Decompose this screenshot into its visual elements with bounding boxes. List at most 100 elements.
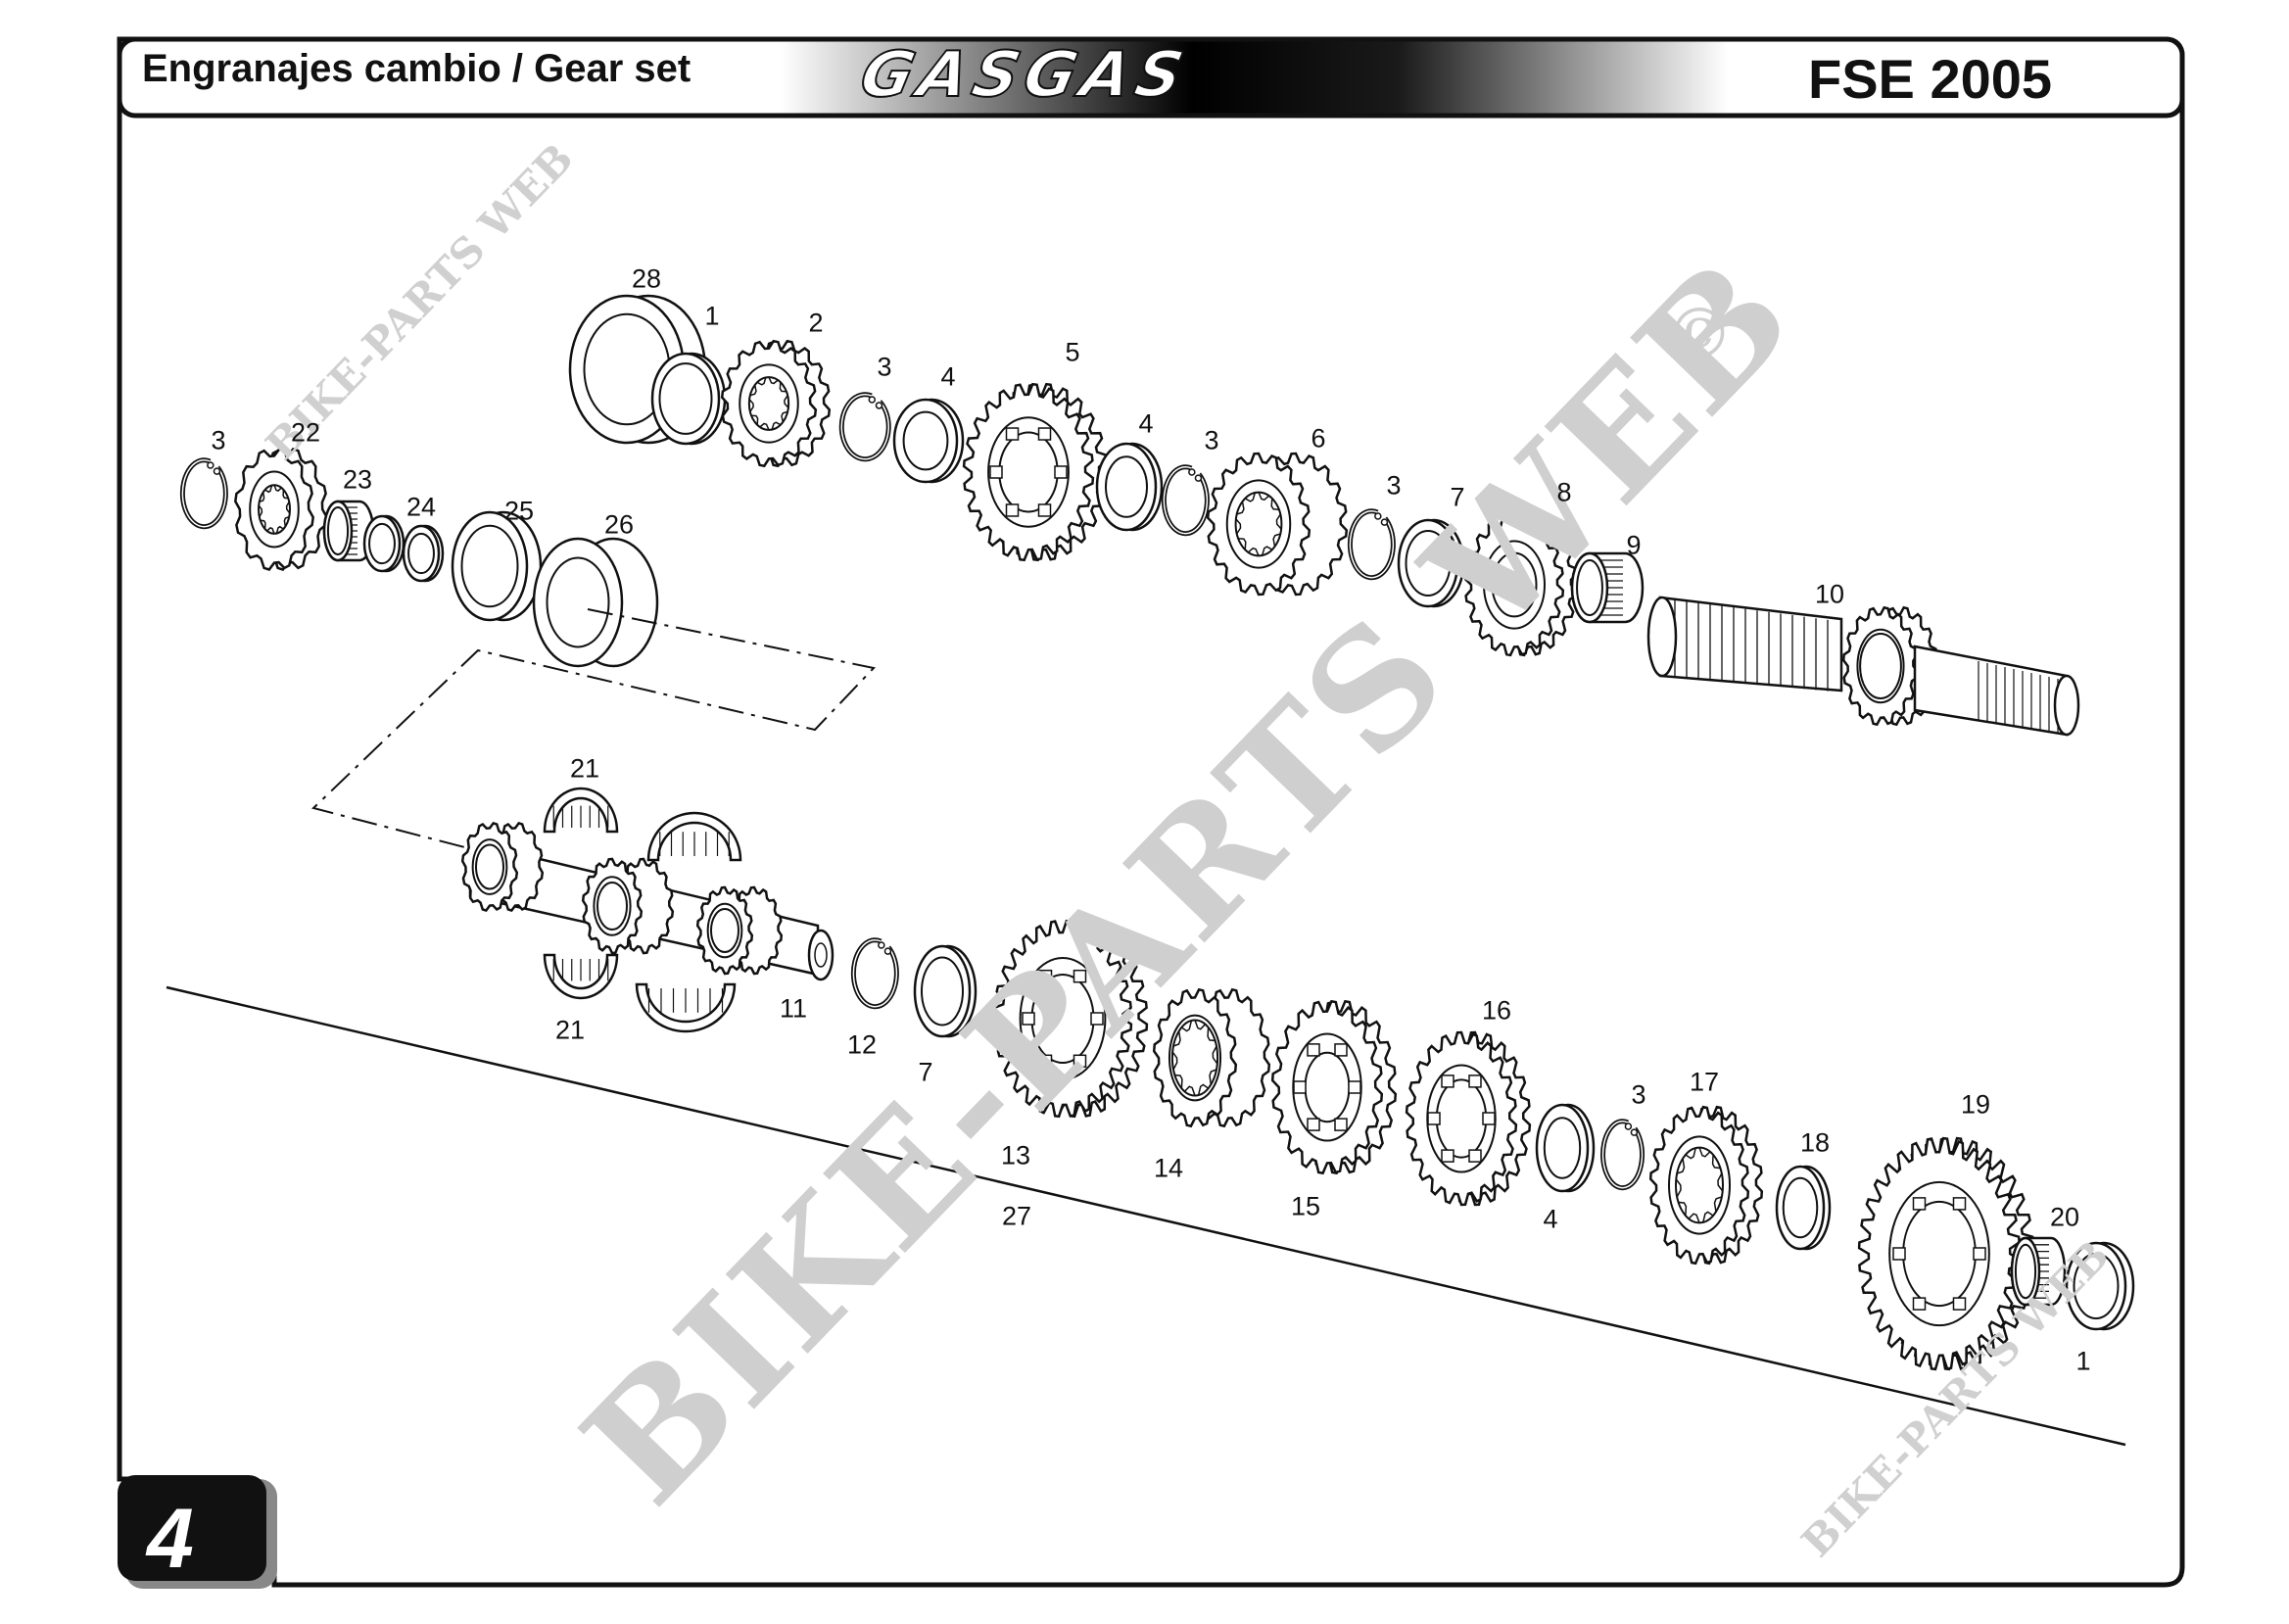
- callout-27: 27: [1001, 1201, 1032, 1231]
- page-number: 4: [147, 1492, 194, 1586]
- circlip-12-hl: [852, 938, 898, 1008]
- layshaft-11-bore: [814, 942, 828, 968]
- circlip-3d-eye: [213, 467, 221, 475]
- circlip-3d-eye: [207, 461, 215, 469]
- circlip-3c-eye: [1380, 518, 1389, 526]
- watermark-copyright: ©: [1665, 294, 1734, 374]
- gear-19-window: [1952, 1297, 1967, 1311]
- gear-13-window: [1038, 969, 1053, 983]
- circlip-3b-eye: [1194, 474, 1203, 482]
- callout-3a: 3: [877, 352, 892, 382]
- gear-15-window: [1307, 1043, 1320, 1057]
- gear-16-window: [1468, 1149, 1482, 1163]
- thrust-washer-1-inner: [658, 362, 713, 435]
- callout-22: 22: [290, 417, 321, 448]
- callout-21b: 21: [554, 1015, 586, 1045]
- callout-7a: 7: [1450, 482, 1465, 512]
- gear-13-window: [1038, 1054, 1053, 1069]
- main-shaft-10-pinion-hub-ring: [1856, 628, 1905, 704]
- gear-16-window: [1427, 1112, 1441, 1125]
- callout-14: 14: [1153, 1153, 1184, 1183]
- gear-13-window: [1090, 1012, 1104, 1026]
- gear-19-window: [1892, 1247, 1906, 1261]
- gear-14-hub-ring: [1168, 1014, 1222, 1102]
- callout-26: 26: [603, 509, 635, 540]
- circlip-3e-eye: [1624, 1122, 1633, 1130]
- circlip-3a-eye: [875, 402, 883, 409]
- header-title: Engranajes cambio / Gear set: [142, 47, 691, 90]
- gear-16-window: [1441, 1075, 1454, 1088]
- gear-2-hub-ring: [739, 363, 799, 444]
- output-shaft-27: [166, 985, 2126, 1447]
- gear-5-window: [1054, 465, 1068, 479]
- gear-6-hub-ring: [1225, 479, 1292, 569]
- gear-17-hub-ring: [1668, 1135, 1731, 1235]
- gear-5-hub-ring: [987, 416, 1070, 528]
- callout-8: 8: [1556, 477, 1572, 507]
- gear-19-window: [1973, 1247, 1986, 1261]
- layshaft-11-pinion-bore: [475, 843, 504, 890]
- gear-8-bore: [1491, 551, 1538, 618]
- callout-11: 11: [779, 993, 808, 1024]
- thrust-washer-1b-inner: [2073, 1253, 2120, 1319]
- splined-washer-4b-inner: [1105, 455, 1148, 518]
- gear-16-bore: [1435, 1078, 1488, 1159]
- circlip-3d-hl: [181, 458, 227, 528]
- callout-1b: 1: [2075, 1346, 2091, 1376]
- callout-7b: 7: [918, 1057, 933, 1087]
- callout-23: 23: [342, 464, 373, 495]
- callout-21a: 21: [569, 753, 600, 784]
- gear-5-window: [1037, 503, 1052, 517]
- callout-25: 25: [503, 496, 535, 526]
- callout-18: 18: [1799, 1127, 1831, 1158]
- sprocket-22-hub-ring: [249, 470, 300, 549]
- layshaft-11-gear-b-hub-ring: [706, 902, 743, 959]
- circlip-3b-hl: [1163, 465, 1209, 535]
- gear-2-spline: [748, 376, 789, 431]
- layshaft-11-gear-a-bore: [596, 882, 628, 931]
- page-number-tab: [118, 1475, 266, 1581]
- callout-28: 28: [631, 263, 662, 294]
- needle-cage-21d: [635, 982, 737, 1033]
- gear-19-bore: [1902, 1200, 1977, 1308]
- thrust-washer-18-inner: [1782, 1176, 1819, 1239]
- callout-20: 20: [2049, 1202, 2080, 1232]
- callout-16: 16: [1481, 995, 1512, 1026]
- seal-25-inner: [460, 524, 519, 608]
- callout-10: 10: [1814, 579, 1845, 609]
- callout-19: 19: [1960, 1089, 1991, 1120]
- callout-4c: 4: [1543, 1204, 1558, 1234]
- callout-4b: 4: [1138, 408, 1154, 439]
- gear-5-window: [1037, 427, 1052, 441]
- callout-15: 15: [1290, 1191, 1321, 1221]
- circlip-3a-eye: [868, 396, 877, 404]
- gear-16-window: [1441, 1149, 1454, 1163]
- needle-cage-21b: [646, 811, 742, 862]
- gear-13-window: [1073, 1054, 1087, 1069]
- gear-5-bore: [998, 431, 1059, 513]
- splined-washer-4c-inner: [1543, 1117, 1582, 1179]
- callout-3c: 3: [1386, 470, 1402, 501]
- circlip-12-eye: [878, 941, 885, 949]
- callout-2: 2: [808, 308, 824, 338]
- oring-24-a-inner: [368, 522, 396, 565]
- callout-3d: 3: [211, 425, 226, 455]
- callout-9: 9: [1626, 530, 1642, 560]
- main-shaft-10-tail: [1913, 645, 2069, 737]
- gear-16-window: [1482, 1112, 1496, 1125]
- main-shaft-10-pinion-bore: [1859, 633, 1902, 699]
- gear-15-window: [1334, 1118, 1348, 1131]
- callout-13: 13: [1000, 1140, 1031, 1170]
- gear-15-bore: [1304, 1051, 1351, 1123]
- main-shaft-10-end: [1646, 596, 1678, 678]
- gear-16-window: [1468, 1075, 1482, 1088]
- layshaft-11-gear-b-bore: [710, 908, 739, 953]
- circlip-3e-eye: [1630, 1128, 1639, 1136]
- gear-19-window: [1912, 1297, 1927, 1311]
- gear-8-hub-ring: [1483, 540, 1546, 630]
- gear-14-spline: [1171, 1019, 1218, 1097]
- gear-13-hub-ring: [1019, 957, 1107, 1080]
- circlip-3a-hl: [840, 393, 889, 460]
